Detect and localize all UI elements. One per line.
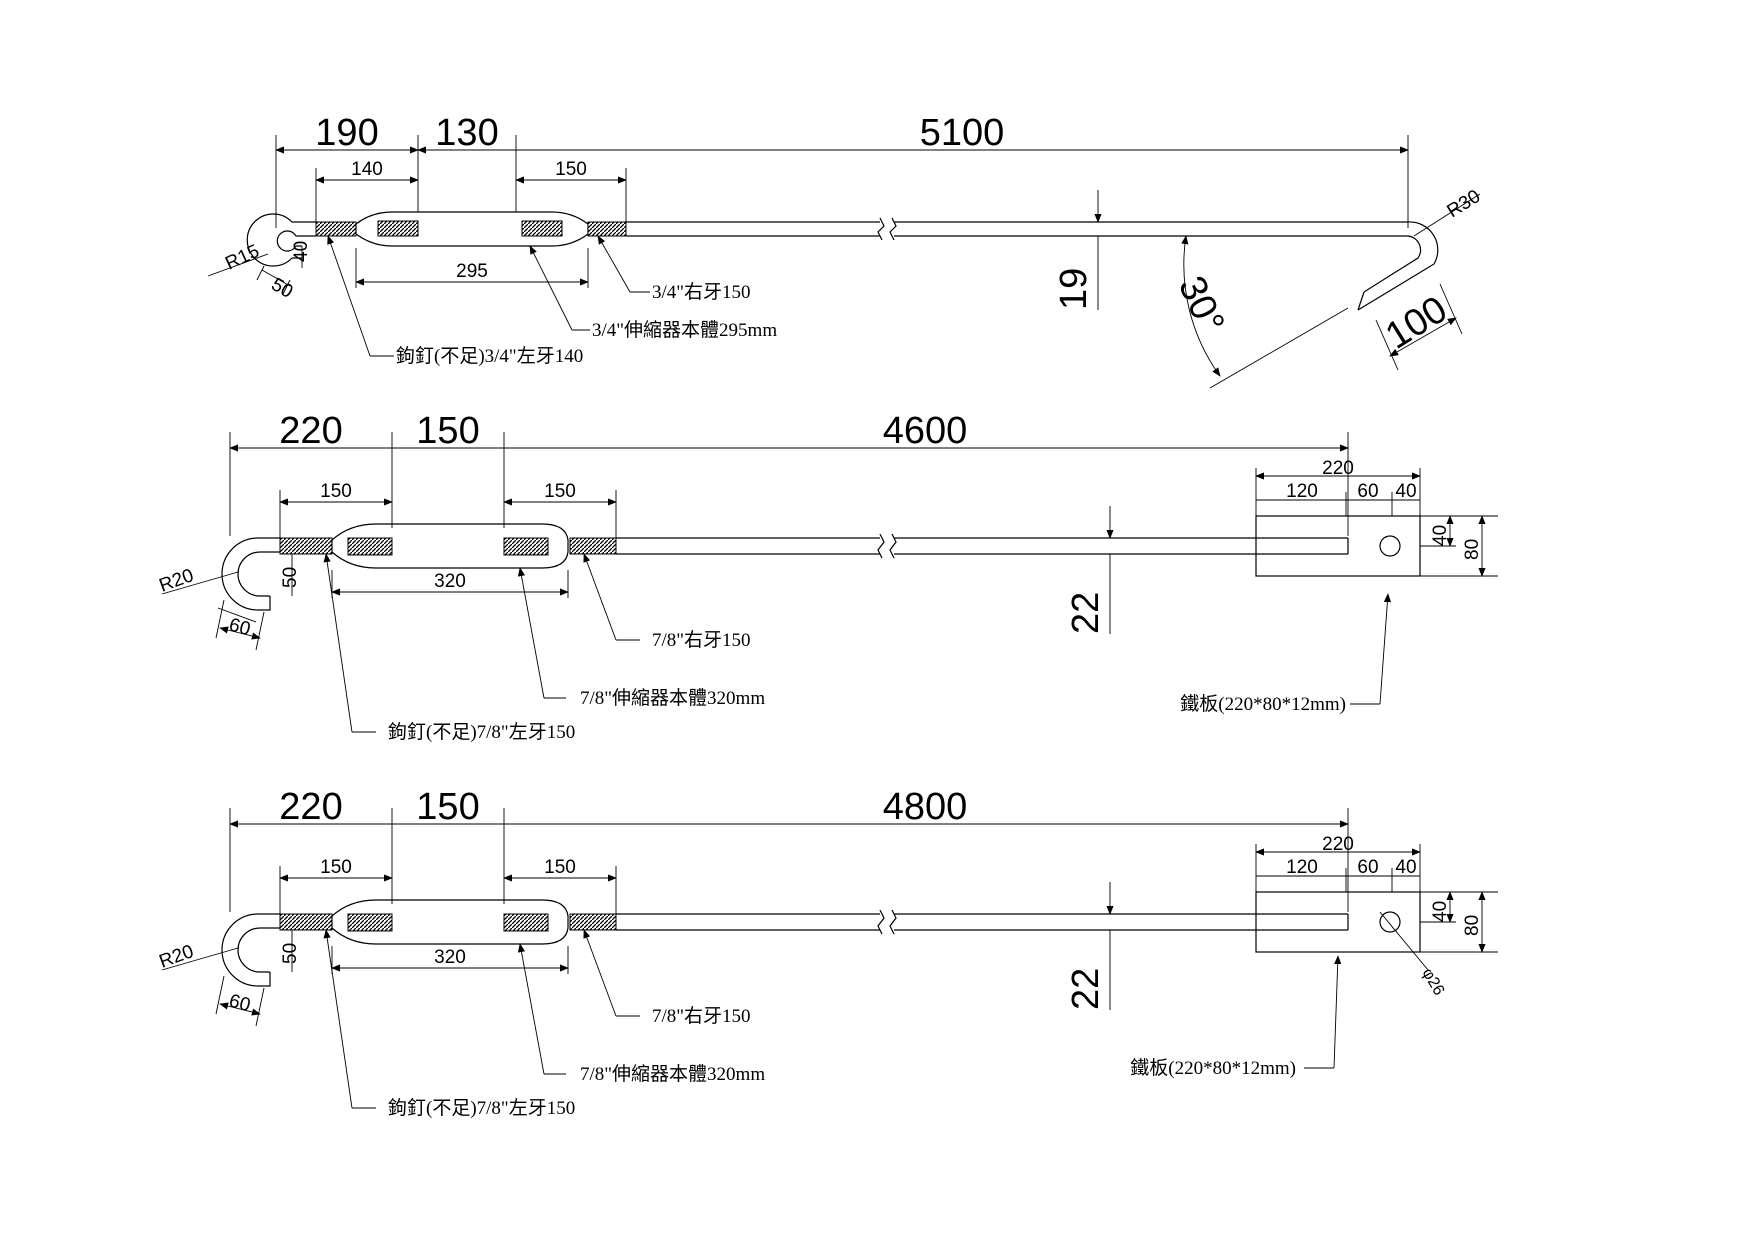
dim-190: 190 bbox=[315, 112, 378, 154]
dim-130: 130 bbox=[435, 112, 498, 154]
dim-hook-w: 60 bbox=[227, 991, 253, 1017]
turnbuckle-assembly-3: 220 150 4800 150 150 R20 50 60 bbox=[157, 786, 1498, 1119]
dim-5100: 5100 bbox=[920, 112, 1005, 154]
plate-a: 120 bbox=[1286, 857, 1318, 878]
note-plate: 鐵板(220*80*12mm) bbox=[1180, 693, 1346, 715]
dim-rod: 19 bbox=[1053, 268, 1095, 310]
dim-end-leg: 100 bbox=[1379, 288, 1455, 357]
dim-hook-h: 50 bbox=[280, 943, 301, 964]
dim-thread-left: 150 bbox=[320, 857, 352, 878]
dim-220: 220 bbox=[279, 786, 342, 828]
body-window-right bbox=[503, 537, 549, 556]
dim-body: 320 bbox=[434, 571, 466, 592]
plate-c: 40 bbox=[1395, 481, 1416, 502]
dim-thread-right: 150 bbox=[544, 857, 576, 878]
thread-left bbox=[279, 537, 333, 555]
dim-hook-h: 50 bbox=[280, 567, 301, 588]
hook-left: R20 50 60 bbox=[157, 913, 301, 1027]
note-right-thread: 3/4"右牙150 bbox=[652, 281, 751, 303]
radius-end-label: R30 bbox=[1444, 186, 1485, 222]
hole-diameter: φ26 bbox=[1419, 966, 1448, 999]
dimension-threads: 140 150 bbox=[315, 159, 627, 222]
angle-label: 30° bbox=[1170, 270, 1232, 340]
note-hook: 鉤釘(不足)7/8"左牙150 bbox=[388, 721, 575, 743]
rod-diameter: 19 bbox=[1053, 190, 1102, 310]
dim-4600: 4600 bbox=[883, 410, 968, 452]
dim-hook-w: 60 bbox=[227, 615, 253, 641]
iron-plate: 220 120 60 40 40 80 鐵板(220*80*12mm) bbox=[1180, 458, 1498, 715]
radius-hook-label: R20 bbox=[157, 565, 197, 597]
body-window-left bbox=[377, 220, 419, 237]
thread-left bbox=[315, 221, 357, 237]
dim-hook-w: 50 bbox=[268, 274, 297, 303]
dim-150: 150 bbox=[416, 786, 479, 828]
dim-thread-left: 140 bbox=[351, 159, 383, 180]
dim-thread-right: 150 bbox=[555, 159, 587, 180]
dim-body: 295 bbox=[456, 261, 488, 282]
rod bbox=[616, 533, 1349, 559]
dimension-chain-top: 190 130 5100 bbox=[275, 112, 1409, 228]
thread-left bbox=[279, 913, 333, 931]
iron-plate: 220 120 60 40 40 80 φ26 鐵板(220*80*12mm) bbox=[1130, 834, 1498, 1079]
plate-h2: 80 bbox=[1462, 915, 1483, 936]
body-window-left bbox=[347, 913, 393, 932]
plate-b: 60 bbox=[1357, 857, 1378, 878]
rod bbox=[626, 217, 1408, 241]
dim-thread-right: 150 bbox=[544, 481, 576, 502]
hook-left: R15 40 50 bbox=[207, 213, 316, 303]
plate-h2: 80 bbox=[1462, 539, 1483, 560]
plate-h1: 40 bbox=[1430, 901, 1451, 922]
dim-hook-h: 40 bbox=[291, 241, 312, 262]
note-plate: 鐵板(220*80*12mm) bbox=[1130, 1057, 1296, 1079]
note-right-thread: 7/8"右牙150 bbox=[652, 1005, 751, 1027]
body-window-left bbox=[347, 537, 393, 556]
dim-220: 220 bbox=[279, 410, 342, 452]
note-hook: 鉤釘(不足)7/8"左牙150 bbox=[388, 1097, 575, 1119]
dim-rod: 22 bbox=[1065, 592, 1107, 634]
dim-4800: 4800 bbox=[883, 786, 968, 828]
leader-notes: 7/8"右牙150 7/8"伸縮器本體320mm 鉤釘(不足)7/8"左牙150 bbox=[323, 929, 765, 1119]
thread-right bbox=[587, 221, 627, 237]
turnbuckle-assembly-2: 220 150 4600 150 150 R20 50 60 bbox=[157, 410, 1498, 743]
dim-rod: 22 bbox=[1065, 968, 1107, 1010]
note-body: 7/8"伸縮器本體320mm bbox=[580, 687, 765, 709]
hook-left: R20 50 60 bbox=[157, 537, 301, 651]
note-body: 3/4"伸縮器本體295mm bbox=[592, 319, 777, 341]
plate-c: 40 bbox=[1395, 857, 1416, 878]
plate-h1: 40 bbox=[1430, 525, 1451, 546]
turnbuckle-body bbox=[331, 899, 569, 945]
plate-b: 60 bbox=[1357, 481, 1378, 502]
radius-hook-label: R20 bbox=[157, 941, 197, 973]
thread-right bbox=[569, 913, 617, 931]
note-right-thread: 7/8"右牙150 bbox=[652, 629, 751, 651]
body-window-right bbox=[503, 913, 549, 932]
leader-notes: 7/8"右牙150 7/8"伸縮器本體320mm 鉤釘(不足)7/8"左牙150 bbox=[323, 553, 765, 743]
dim-thread-left: 150 bbox=[320, 481, 352, 502]
thread-right bbox=[569, 537, 617, 555]
leader-notes: 3/4"右牙150 3/4"伸縮器本體295mm 鉤釘(不足)3/4"左牙140 bbox=[327, 235, 777, 367]
radius-hook-label: R15 bbox=[222, 241, 262, 275]
end-bend: R30 100 30° bbox=[1170, 186, 1485, 389]
plate-a: 120 bbox=[1286, 481, 1318, 502]
dim-150: 150 bbox=[416, 410, 479, 452]
dim-body: 320 bbox=[434, 947, 466, 968]
note-hook: 鉤釘(不足)3/4"左牙140 bbox=[396, 345, 583, 367]
plate-hole bbox=[1379, 911, 1401, 933]
plate-total: 220 bbox=[1322, 834, 1354, 855]
note-body: 7/8"伸縮器本體320mm bbox=[580, 1063, 765, 1085]
plate-hole bbox=[1379, 535, 1401, 557]
body-window-right bbox=[521, 220, 563, 237]
turnbuckle-body bbox=[331, 523, 569, 569]
turnbuckle-assembly-1: 190 130 5100 140 150 R15 40 50 bbox=[207, 112, 1485, 389]
plate-total: 220 bbox=[1322, 458, 1354, 479]
rod bbox=[616, 909, 1349, 935]
